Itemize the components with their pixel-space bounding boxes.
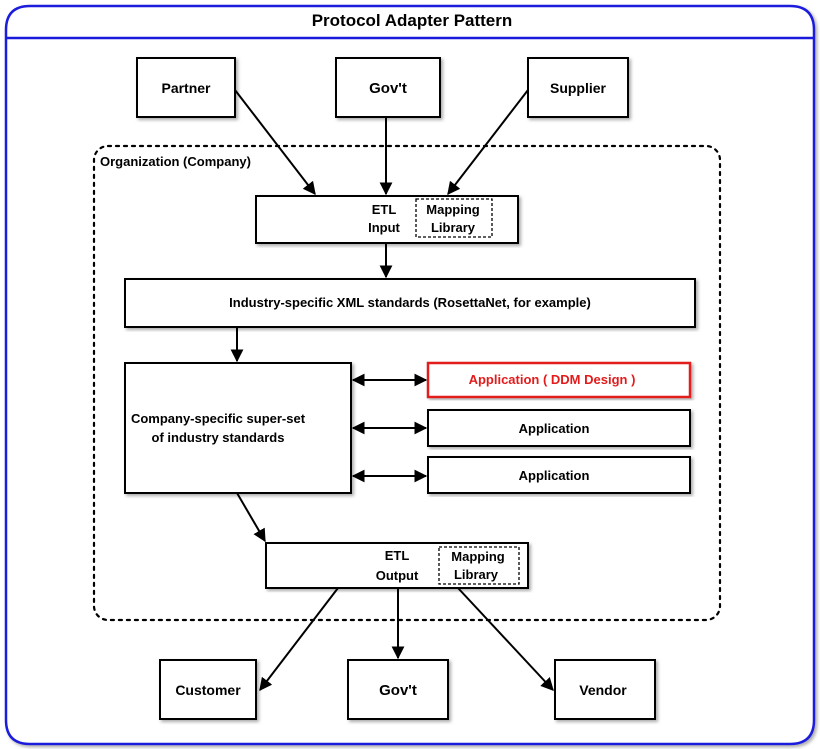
mapping-library-output (438, 546, 520, 585)
etl-output-line2: Output (376, 568, 419, 583)
mapping-input-line2: Library (431, 220, 476, 235)
superset-node: Company-specific super-set of industry s… (124, 362, 352, 494)
application-node-2: Application (427, 409, 691, 447)
govt-bottom-node: Gov't (347, 659, 449, 720)
govt-top-node: Gov't (335, 57, 441, 118)
etl-output-line1: ETL (385, 548, 410, 563)
vendor-node: Vendor (554, 659, 656, 720)
organization-label: Organization (Company) (100, 154, 251, 169)
arrow-etl-to-vendor (457, 587, 554, 691)
mapping-output-line2: Library (454, 567, 499, 582)
superset-line1: Company-specific super-set (131, 411, 306, 426)
etl-output-node: ETL Output Mapping Library (265, 542, 529, 589)
application-ddm-node: Application ( DDM Design ) (426, 361, 692, 399)
arrow-superset-to-etl-output (236, 492, 266, 543)
arrow-partner-to-etl (234, 89, 316, 196)
industry-standards-node: Industry-specific XML standards (Rosetta… (124, 278, 696, 328)
diagram-title: Protocol Adapter Pattern (312, 11, 513, 30)
application-node-3: Application (427, 456, 691, 494)
govt-bottom-label: Gov't (379, 682, 417, 699)
partner-node: Partner (136, 57, 236, 118)
application-label-2: Application (519, 421, 590, 436)
mapping-output-line1: Mapping (451, 549, 504, 564)
vendor-label: Vendor (579, 682, 627, 698)
supplier-label: Supplier (550, 80, 607, 96)
arrow-etl-to-customer (259, 587, 339, 692)
etl-input-line2: Input (368, 220, 400, 235)
superset-line2: of industry standards (152, 430, 285, 445)
arrow-supplier-to-etl (447, 89, 529, 196)
etl-input-node: ETL Input Mapping Library (255, 195, 519, 244)
mapping-input-line1: Mapping (426, 202, 479, 217)
partner-label: Partner (161, 80, 211, 96)
application-label-3: Application (519, 468, 590, 483)
application-ddm-label: Application ( DDM Design ) (469, 372, 636, 387)
etl-input-line1: ETL (372, 202, 397, 217)
supplier-node: Supplier (527, 57, 629, 118)
organization-boundary (92, 144, 722, 622)
customer-node: Customer (159, 659, 257, 720)
customer-label: Customer (175, 682, 241, 698)
govt-top-label: Gov't (369, 80, 407, 97)
industry-standards-label: Industry-specific XML standards (Rosetta… (229, 295, 591, 310)
mapping-library-input (415, 198, 493, 238)
